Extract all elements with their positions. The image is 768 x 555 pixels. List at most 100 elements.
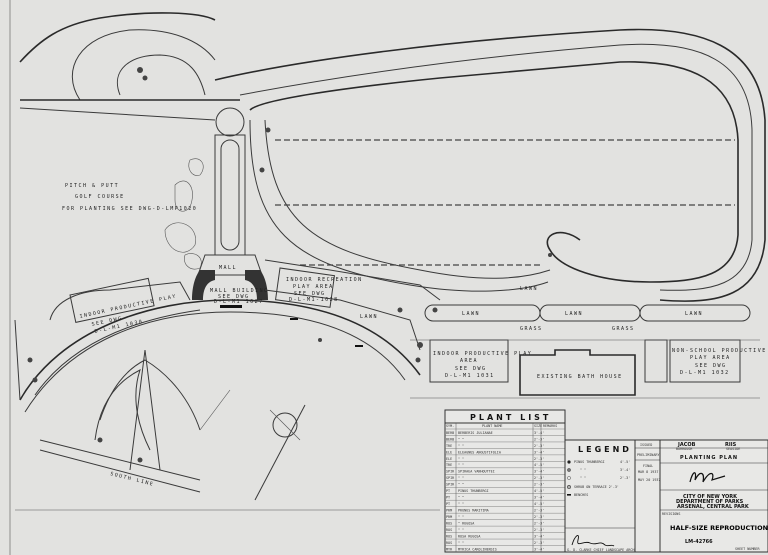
row-plant-name: BERBERIS JULIANAE (458, 431, 493, 435)
row-plant-name: " " (458, 444, 464, 448)
table-row: ROS " RUGOSA 2'-3' (445, 519, 565, 526)
play-area-4-ref: SEE DWG (695, 363, 727, 369)
row-size: 2'-3' (534, 483, 544, 487)
table-row: ELE" "2'-3' (445, 454, 565, 461)
table-row: TRE" "2'-3' (445, 441, 565, 448)
row-symbol: ROS (446, 541, 452, 545)
bench-bar-icon (567, 494, 571, 496)
grass-label-1: GRASS (520, 326, 543, 332)
row-size: 3'-4' (534, 431, 544, 435)
row-plant-name: " " (458, 496, 464, 500)
play-area-3-dwg: D-L-M1 1031 (445, 373, 495, 379)
play-area-3-label: INDOOR PRODUCTIVE PLAY (433, 351, 532, 357)
sheet-label: SHEET NUMBER (735, 547, 760, 551)
plan-title: PLANTING PLAN (680, 455, 738, 461)
row-symbol: ELE (446, 450, 452, 454)
row-size: 3'-4' (534, 547, 544, 551)
beach-right-sub: SEASIDE (726, 447, 740, 451)
hatched-circle-icon (567, 468, 571, 472)
table-row: PRM " " 2'-3' (445, 512, 565, 519)
row-plant-name: " " (458, 502, 464, 506)
row-size: 2'-3' (534, 509, 544, 513)
legend-item-label: " " (580, 468, 586, 472)
drawing-number: LM-42766 (685, 539, 713, 545)
table-row: PRM PRUNUS MARITIMA 2'-3' (445, 506, 565, 513)
row-size: 2'-3' (534, 476, 544, 480)
row-plant-name: PRUNUS MARITIMA (458, 509, 489, 513)
col-remarks: REMARKS (543, 424, 557, 428)
play-area-4-sub: PLAY AREA (690, 355, 731, 361)
table-row: ROS ROSA RUGOSA 3'-4' (445, 532, 565, 538)
play-area-4-dwg: D-L-M1 1032 (680, 370, 730, 376)
legend-title: LEGEND (578, 445, 632, 454)
row-size: 2'-3' (534, 541, 544, 545)
lawn-label-4: LAWN (685, 311, 703, 317)
table-row: BERB BERBERIS JULIANAE 3'-4' (445, 428, 565, 435)
legend: LEGEND PINUS THUNBERGI 4'-5' " " 3'-4' "… (564, 439, 636, 553)
beach-left-sub: BORROUGH (676, 447, 692, 451)
row-size: 3'-4' (534, 450, 544, 454)
beach-right: RIIS (725, 442, 737, 448)
row-plant-name: " " (458, 541, 464, 545)
lawn-label-2: LAWN (462, 311, 480, 317)
signature (571, 534, 615, 547)
row-plant-name: " " (458, 437, 464, 441)
legend-item-label: BENCHES (574, 493, 588, 497)
legend-item-size: 2'-3' (620, 476, 630, 480)
department-label: DEPARTMENT OF PARKS (676, 499, 744, 505)
row-symbol: SPIR (446, 476, 455, 480)
mall-building-ref: SEE DWG (218, 294, 250, 300)
row-size: 2'-3' (534, 522, 544, 526)
row-size: 2'-3' (534, 444, 544, 448)
row-plant-name: " " (458, 483, 464, 487)
row-symbol: ROS (446, 528, 452, 532)
row-size: 2'-3' (534, 457, 544, 461)
row-symbol: PT (446, 502, 450, 506)
north-arrow-icon (254, 404, 306, 501)
golf-course-note: FOR PLANTING SEE DWG-D-LMP1020 (62, 206, 197, 212)
play-area-1-label: INDOOR RECREATION (286, 277, 363, 283)
oval-road (214, 28, 766, 302)
mall-building-label: MALL BUILDING (210, 288, 269, 294)
golf-course-title-1: PITCH & PUTT (65, 183, 119, 189)
preliminary-label: PRELIMINARY (637, 453, 659, 457)
title-block: ISSUED PRELIMINARY FINAL MAR 8 1937 MAY … (634, 439, 768, 553)
row-plant-name: " " (458, 515, 464, 519)
final-label: FINAL (643, 464, 653, 468)
location-label: ARSENAL, CENTRAL PARK (677, 504, 750, 510)
row-symbol: ELE (446, 457, 452, 461)
row-size: 3'-4' (534, 496, 544, 500)
row-plant-name: PINUS THUNBERGI (458, 489, 489, 493)
play-area-1-ref: SEE DWG (294, 291, 326, 297)
row-symbol: BERB (446, 437, 454, 441)
row-symbol: BERB (446, 431, 454, 435)
table-row: BERB" "2'-3' (445, 435, 565, 441)
approval-signature (689, 472, 726, 483)
final-date: MAR 8 1937 (638, 470, 658, 474)
row-size: 3'-4' (534, 534, 544, 538)
row-plant-name: ROSA RUGOSA (458, 534, 480, 538)
reproduction-label: HALF-SIZE REPRODUCTION (670, 524, 768, 532)
grass-label-2: GRASS (612, 326, 635, 332)
play-area-1-dwg: D-L-M1-1028 (289, 297, 339, 303)
col-size: SIZE (534, 424, 542, 428)
circle-dot-icon (567, 485, 571, 489)
row-symbol: PRM (446, 509, 452, 513)
revisions-label: REVISIONS (662, 512, 680, 516)
row-plant-name: " " (458, 476, 464, 480)
table-row: PT" "4'-5' (445, 500, 565, 506)
row-size: 2'-3' (534, 515, 544, 519)
row-symbol: TRE (446, 463, 452, 467)
play-area-1-sub: PLAY AREA (293, 284, 334, 290)
row-plant-name: " " (458, 528, 464, 532)
row-plant-name: SPIRAEA VANHOUTTEI (458, 470, 495, 474)
row-symbol: ROS (446, 522, 452, 526)
row-plant-name: " RUGOSA (458, 522, 474, 526)
row-plant-name: ELEAGNUS ANGUSTIFOLIA (458, 450, 501, 454)
golf-course-title-2: GOLF COURSE (75, 194, 125, 200)
plant-list-table: PLANT LIST SYM. PLANT NAME SIZE REMARKS … (444, 409, 566, 553)
table-row: SPIR" " 2'-3' (445, 474, 565, 480)
row-symbol: ROS (446, 534, 452, 538)
row-symbol: PT (446, 496, 450, 500)
